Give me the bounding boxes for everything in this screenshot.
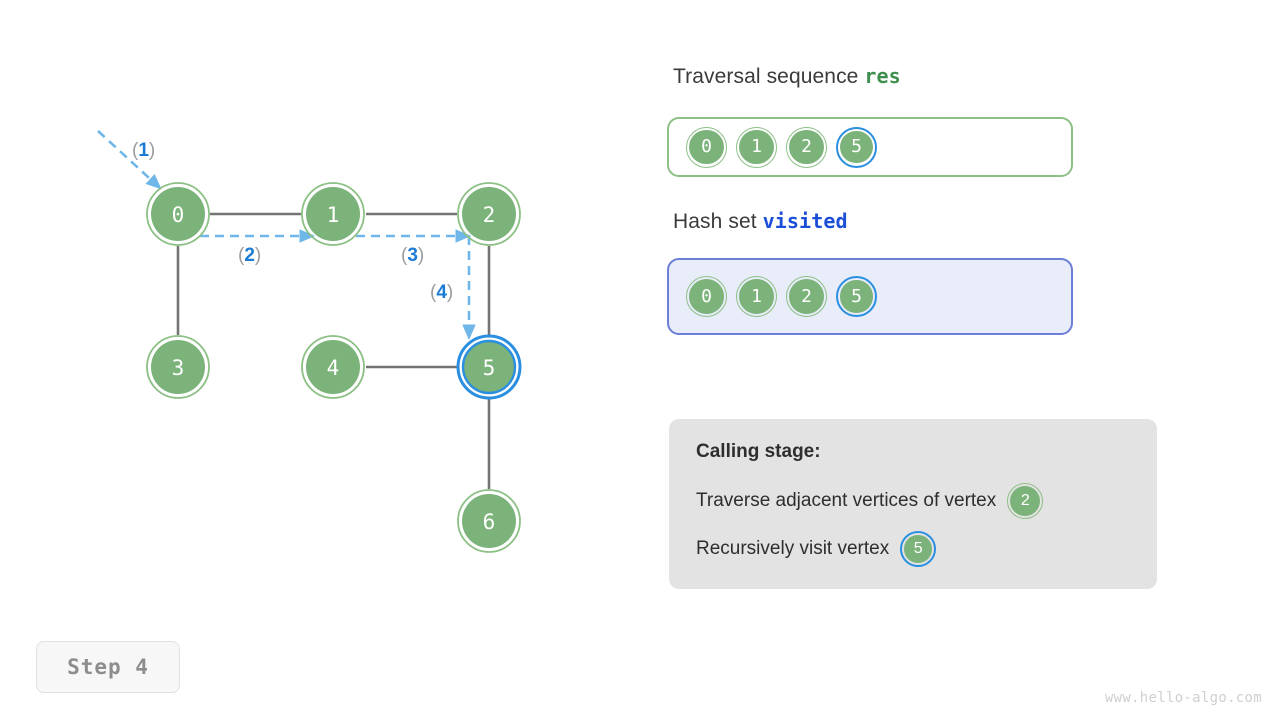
visited-title-prefix: Hash set	[673, 210, 757, 233]
traversal-arrow-labels: (1) (2) (3) (4)	[132, 140, 453, 303]
calling-stage-title: Calling stage:	[696, 441, 821, 462]
res-item[interactable]: 2	[786, 126, 827, 168]
vertex-badge-active: 5	[900, 531, 937, 567]
res-title-code: res	[864, 64, 901, 88]
visited-item[interactable]: 2	[786, 276, 827, 317]
res-array-box: 0 1 2 5	[667, 117, 1073, 177]
chip-ring	[786, 126, 827, 168]
visited-item[interactable]: 0	[686, 276, 727, 317]
chip-ring	[736, 126, 777, 168]
calling-stage-line: Traverse adjacent vertices of vertex 2	[696, 483, 1131, 519]
res-section-title: Traversal sequence res	[673, 64, 901, 89]
res-item[interactable]: 1	[736, 126, 777, 168]
graph-edges	[176, 212, 491, 489]
visited-title-code: visited	[762, 209, 848, 233]
chip-ring	[686, 126, 727, 168]
svg-text:3: 3	[172, 356, 185, 380]
traversal-label-3: (3)	[401, 245, 424, 266]
badge-ring	[900, 531, 937, 567]
graph-vertex-3[interactable]: 3	[146, 335, 210, 399]
visited-item-active[interactable]: 5	[836, 276, 877, 317]
graph-svg: (1) (2) (3) (4) 0 1	[97, 130, 522, 553]
badge-label: 2	[1010, 486, 1041, 516]
svg-text:0: 0	[172, 203, 185, 227]
traversal-arrows	[97, 130, 476, 341]
svg-text:4: 4	[327, 356, 340, 380]
chip-label: 5	[840, 280, 873, 313]
chip-label: 0	[689, 129, 724, 165]
traversal-label-2: (2)	[238, 245, 261, 266]
chip-label: 0	[689, 279, 724, 314]
svg-text:2: 2	[483, 203, 496, 227]
visited-section-title: Hash set visited	[673, 209, 848, 234]
chip-ring	[736, 276, 777, 317]
step-badge: Step 4	[36, 641, 180, 693]
svg-text:1: 1	[327, 203, 340, 227]
calling-stage-panel: Calling stage: Traverse adjacent vertice…	[669, 419, 1157, 589]
calling-stage-line-text: Recursively visit vertex	[696, 538, 890, 559]
watermark: www.hello-algo.com	[1104, 690, 1262, 706]
calling-stage-line: Recursively visit vertex 5	[696, 531, 1131, 567]
chip-ring	[686, 276, 727, 317]
graph-vertices: 0 1 2 3	[146, 182, 522, 553]
chip-label: 1	[739, 129, 774, 165]
badge-label: 5	[904, 535, 933, 563]
vertex-badge: 2	[1007, 483, 1044, 519]
svg-text:6: 6	[483, 510, 496, 534]
graph-vertex-1[interactable]: 1	[301, 182, 365, 246]
graph-vertex-6[interactable]: 6	[457, 489, 521, 553]
calling-stage-line-text: Traverse adjacent vertices of vertex	[696, 490, 997, 511]
res-item-active[interactable]: 5	[836, 126, 877, 168]
chip-label: 2	[789, 279, 824, 314]
chip-label: 5	[840, 130, 873, 164]
chip-ring	[836, 126, 877, 168]
graph-panel: (1) (2) (3) (4) 0 1	[0, 0, 640, 620]
visited-set-box: 0 1 2 5	[667, 258, 1073, 335]
traversal-label-4: (4)	[430, 282, 453, 303]
graph-vertex-4[interactable]: 4	[301, 335, 365, 399]
svg-text:5: 5	[483, 356, 496, 380]
res-item[interactable]: 0	[686, 126, 727, 168]
graph-vertex-5[interactable]: 5	[456, 334, 522, 400]
res-title-prefix: Traversal sequence	[673, 65, 859, 88]
chip-label: 1	[739, 279, 774, 314]
graph-vertex-0[interactable]: 0	[146, 182, 210, 246]
chip-label: 2	[789, 129, 824, 165]
badge-ring	[1007, 483, 1044, 519]
graph-vertex-2[interactable]: 2	[457, 182, 521, 246]
traversal-label-1: (1)	[132, 140, 155, 161]
visited-item[interactable]: 1	[736, 276, 777, 317]
chip-ring	[786, 276, 827, 317]
chip-ring	[836, 276, 877, 317]
